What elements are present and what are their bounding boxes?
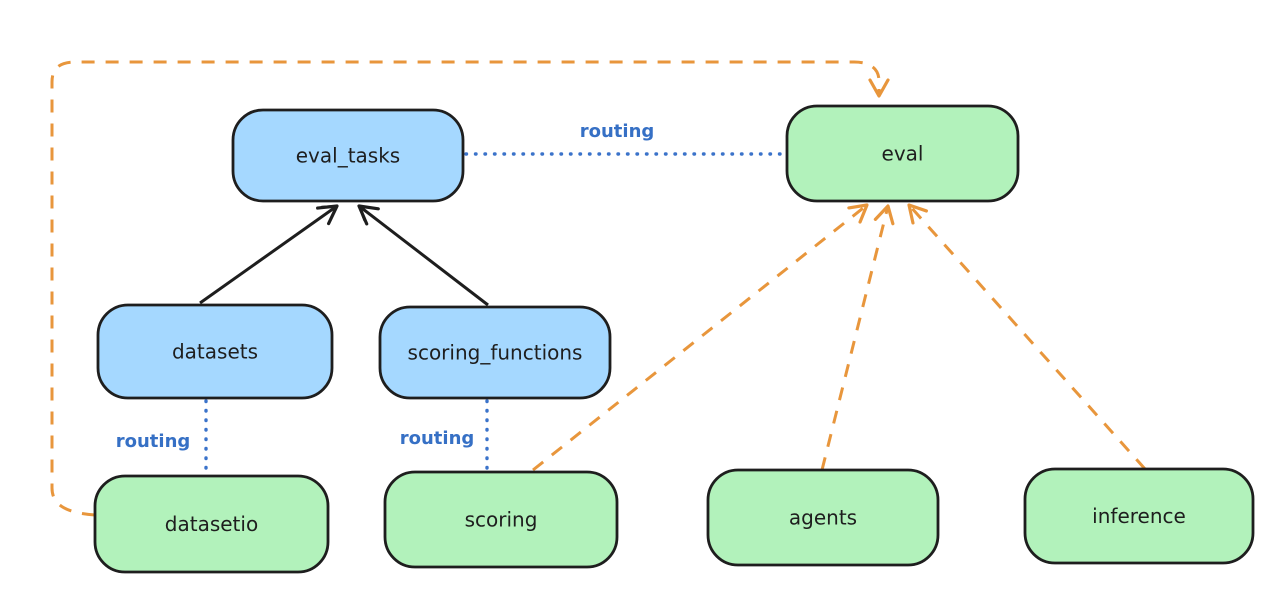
edge-layer	[50, 60, 1147, 517]
node-rect-inference[interactable]	[1023, 467, 1255, 565]
node-label-eval: eval	[882, 142, 924, 166]
edge-label-layer: routing routing routing	[116, 121, 655, 452]
node-layer: eval_tasks eval datasets scoring_functionsd…	[93, 104, 1255, 574]
node-datasets[interactable]: datasets	[96, 303, 334, 400]
edge-agents-to-eval[interactable]	[820, 204, 895, 471]
node-agents[interactable]: agents	[706, 468, 940, 567]
node-scoring_functions[interactable]: scoring_functions	[378, 305, 612, 400]
edge-datasets-to-eval_tasks[interactable]	[199, 204, 339, 305]
node-label-eval_tasks: eval_tasks	[296, 144, 400, 168]
node-rect-datasets[interactable]	[96, 303, 334, 400]
node-scoring[interactable]: scoring	[383, 470, 619, 569]
node-label-agents: agents	[789, 506, 857, 530]
node-rect-eval_tasks[interactable]	[231, 108, 465, 203]
node-label-datasetio: datasetio	[165, 512, 258, 536]
edge-inference-to-eval[interactable]	[907, 203, 1147, 470]
edge-label-routing-eval_tasks-eval[interactable]: routing	[580, 121, 655, 142]
node-label-scoring: scoring	[465, 508, 538, 532]
node-label-inference: inference	[1092, 504, 1186, 528]
node-rect-eval[interactable]	[785, 104, 1020, 203]
edge-scoring_functions-to-eval_tasks[interactable]	[357, 204, 489, 307]
node-rect-datasetio[interactable]	[93, 474, 330, 574]
node-eval[interactable]: eval	[785, 104, 1020, 203]
node-rect-scoring[interactable]	[383, 470, 619, 569]
edge-label-routing-datasets-datasetio[interactable]: routing	[116, 431, 191, 452]
node-label-datasets: datasets	[172, 340, 258, 364]
node-eval_tasks[interactable]: eval_tasks	[231, 108, 465, 203]
node-datasetio[interactable]: datasetio	[93, 474, 330, 574]
edge-datasetio-to-eval-loop[interactable]	[50, 60, 890, 517]
node-label-scoring_functions: scoring_functions	[408, 341, 583, 365]
node-rect-scoring_functions[interactable]	[378, 305, 612, 400]
node-rect-agents[interactable]	[706, 468, 940, 567]
edge-label-routing-scoring_functions-scoring[interactable]: routing	[400, 428, 475, 449]
node-inference[interactable]: inference	[1023, 467, 1255, 565]
